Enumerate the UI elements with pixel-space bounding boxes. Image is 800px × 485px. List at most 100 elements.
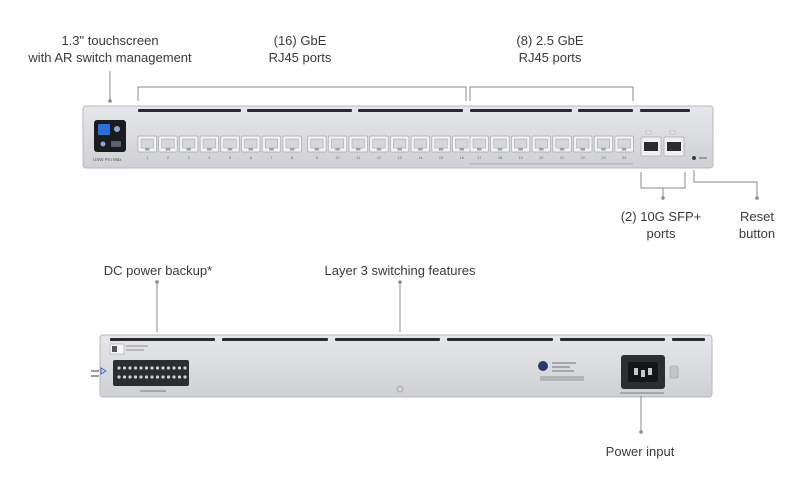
dc-connector-text-mark [140,390,166,392]
dc-pin [144,375,149,379]
gbe-ports-label-line1: (16) GbE [273,33,327,48]
dc-pin [172,375,176,379]
certification-marks-icon [540,376,584,381]
gbe-port-11[interactable]: 11 [348,135,368,160]
reset-button-label-line2: button [738,226,776,241]
gbe25-port-20[interactable]: 20 [531,135,551,160]
gbe25-port-17[interactable]: 17 [469,135,489,160]
sfp-port-2[interactable] [663,130,685,157]
gbe-bracket [137,86,467,101]
sfp-led-1 [645,130,652,135]
gbe-port-15[interactable]: 15 [431,135,451,160]
vent-slot [447,338,553,341]
sfp-ports-label-line1: (2) 10G SFP+ [620,209,702,224]
dc-pin [155,366,160,370]
gbe25-port-18[interactable]: 18 [490,135,510,160]
dc-pin [177,375,182,379]
dc-pin [117,375,121,379]
gbe-port-3[interactable]: 3 [179,135,199,160]
dc-power-connector[interactable] [113,360,189,386]
front-vents [138,109,690,112]
gbe25-port-number: 21 [560,156,564,160]
gbe25-port-number: 20 [539,156,543,160]
gbe-port-number: 16 [460,156,464,160]
touchscreen-label-line2: with AR switch management [28,50,192,65]
qr-code-icon [112,346,117,352]
gbe-port-number: 6 [250,156,252,160]
gbe-port-number: 2 [167,156,169,160]
dc-pin [183,375,187,379]
gbe25-underline [470,163,633,165]
dc-pin [128,375,132,379]
gbe-port-number: 11 [356,156,360,160]
power-inlet-text-mark [620,392,664,394]
gbe-port-9[interactable]: 9 [307,135,327,160]
vent-slot [222,338,328,341]
gbe25-ports-label-line1: (8) 2.5 GbE [516,33,584,48]
dc-pin [133,375,138,379]
gbe-port-13[interactable]: 13 [390,135,410,160]
gbe-port-5[interactable]: 5 [220,135,240,160]
gbe25-port-number: 24 [622,156,626,160]
sfp-led-2 [669,130,676,135]
dc-pin [166,366,171,370]
dc-pin [155,375,160,379]
gbe-port-1[interactable]: 1 [137,135,157,160]
vent-slot [672,338,705,341]
sfp-port-1[interactable] [640,130,662,157]
gbe-port-14[interactable]: 14 [410,135,430,160]
gbe-port-12[interactable]: 12 [369,135,389,160]
layer3-label: Layer 3 switching features [324,263,476,278]
dc-pin [166,375,171,379]
reset-button[interactable] [692,156,696,160]
front-callout-dots [108,99,759,200]
vent-slot [247,109,352,112]
gbe25-port-23[interactable]: 23 [593,135,614,160]
gbe-port-8[interactable]: 8 [282,135,302,160]
gbe-port-4[interactable]: 4 [199,135,219,160]
gbe-port-6[interactable]: 6 [241,135,261,160]
vent-slot [640,109,690,112]
vent-slot [335,338,440,341]
dc-pin [122,366,127,370]
gbe-port-number: 3 [188,156,190,160]
touchscreen-app-icon [98,124,110,135]
ubiquiti-logo-icon [538,361,548,371]
gbe-port-number: 9 [316,156,318,160]
side-text-mark [91,370,99,372]
gbe25-port-number: 19 [519,156,523,160]
touchscreen-status-icon [114,126,120,132]
gbe25-port-22[interactable]: 22 [573,135,593,160]
gbe25-port-number: 18 [498,156,502,160]
gbe25-port-number: 23 [601,156,605,160]
screw-icon [396,385,404,393]
gbe-port-number: 8 [291,156,293,160]
gbe25-port-19[interactable]: 19 [511,135,531,160]
dc-pin [139,375,143,379]
gbe25-ports-label: (8) 2.5 GbE RJ45 ports [490,32,610,66]
vent-slot [578,109,633,112]
gbe-port-2[interactable]: 2 [158,135,178,160]
reset-text-mark [699,157,707,159]
touchscreen-dot-icon [100,141,106,147]
dc-pin [183,366,187,370]
gbe-ports-label: (16) GbE RJ45 ports [240,32,360,66]
gbe25-port-21[interactable]: 21 [552,135,572,160]
vent-slot [470,109,572,112]
gbe-port-number: 13 [398,156,402,160]
dc-pin [161,375,165,379]
gbe-port-number: 15 [439,156,443,160]
vent-slot [110,338,215,341]
dc-pin [144,366,149,370]
gbe-ports-label-line2: RJ45 ports [268,50,332,65]
gbe-port-10[interactable]: 10 [327,135,348,160]
reset-button-label: Reset button [722,208,792,242]
gbe-port-7[interactable]: 7 [261,135,282,160]
rear-chassis [99,334,713,398]
gbe25-port-24[interactable]: 24 [614,135,634,160]
dc-pin [139,366,143,370]
side-latch [669,365,679,379]
gbe25-ports-label-line2: RJ45 ports [518,50,582,65]
gbe-port-number: 1 [146,156,148,160]
